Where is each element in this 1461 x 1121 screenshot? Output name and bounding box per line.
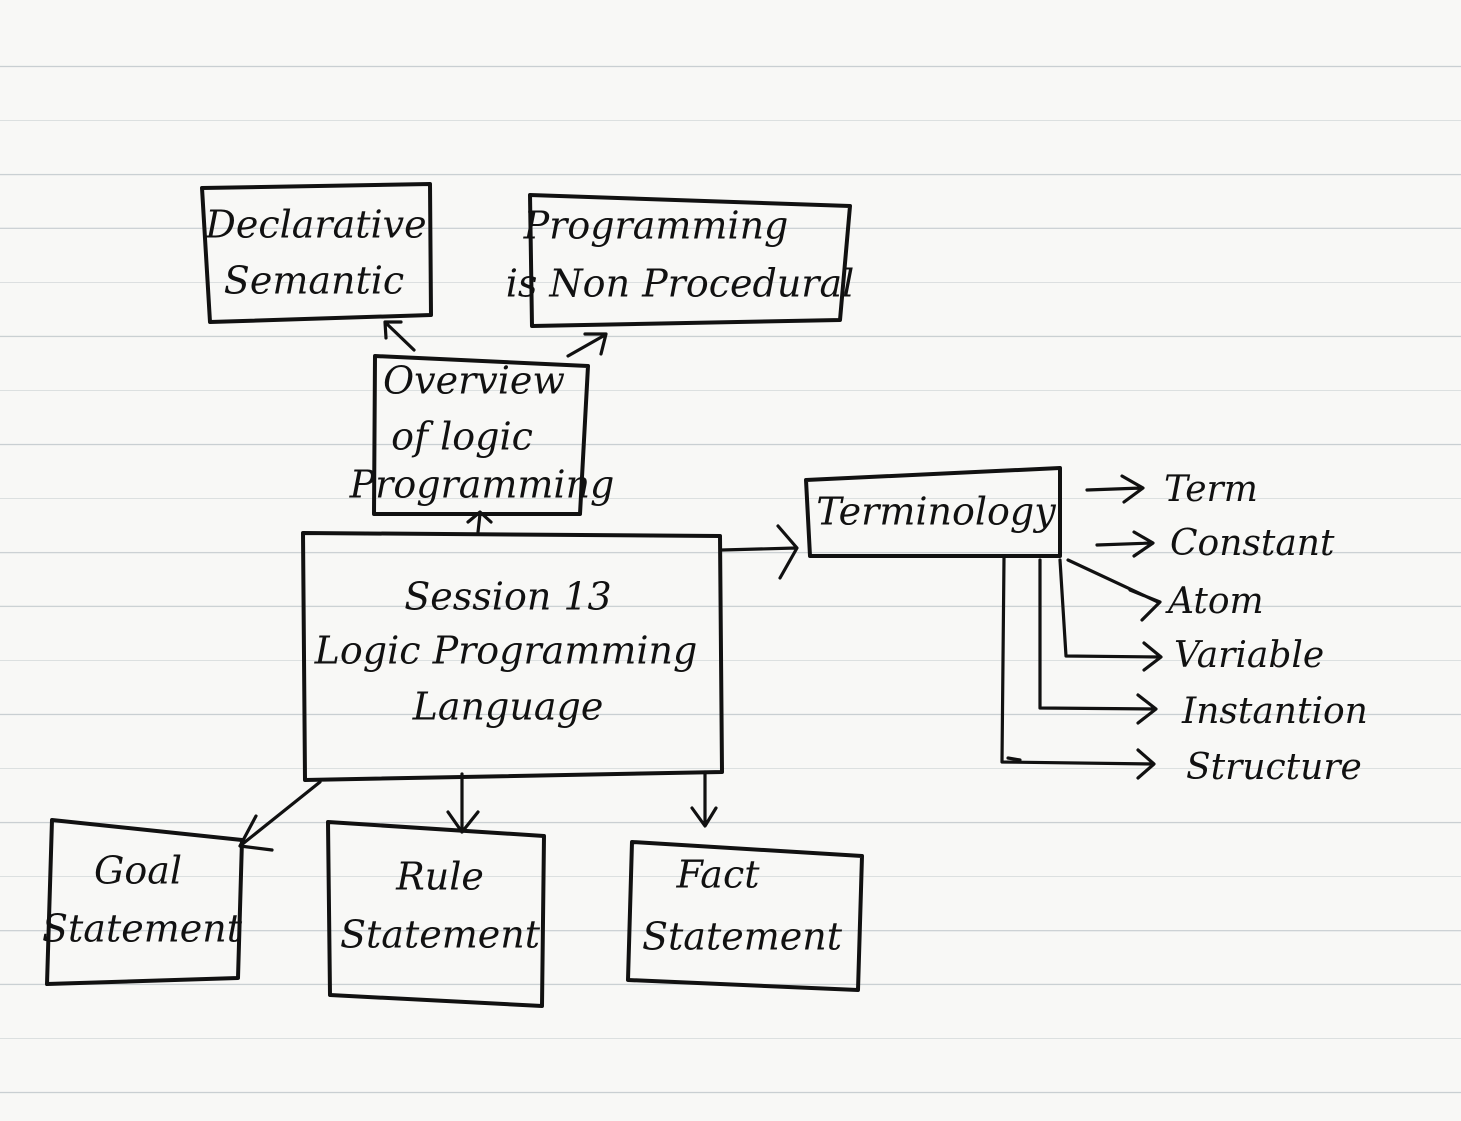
- edge-terminology-to-term: [1085, 474, 1145, 504]
- edge-terminology-to-structure-stroke: [1006, 756, 1022, 762]
- edge-terminology-to-constant: [1095, 530, 1155, 558]
- edge-center-to-fact: [690, 770, 718, 828]
- terminology-box: [804, 466, 1062, 558]
- non-procedural-line-2: is Non Procedural: [506, 262, 855, 306]
- edge-center-to-overview: [466, 510, 493, 534]
- rule-statement-line-2: Statement: [340, 913, 541, 957]
- rule-statement-line-1: Rule: [395, 855, 484, 899]
- edge-center-to-terminology: [720, 524, 799, 580]
- terminology-item-atom: Atom: [1165, 581, 1264, 622]
- edge-terminology-to-structure: [1000, 556, 1156, 780]
- declarative-semantic-line-2: Semantic: [224, 259, 404, 303]
- goal-statement-box: [45, 818, 244, 986]
- fact-statement-line-2: Statement: [642, 915, 843, 959]
- goal-statement-line-2: Statement: [42, 907, 243, 951]
- terminology-item-term: Term: [1164, 469, 1258, 510]
- terminology-item-instantion: Instantion: [1181, 691, 1368, 732]
- edge-center-to-goal: [238, 780, 322, 852]
- central-topic-line-1: Session 13: [404, 575, 611, 619]
- edge-overview-to-declarative: [383, 320, 416, 352]
- fact-statement-line-1: Fact: [676, 853, 761, 897]
- edge-center-to-rule: [446, 772, 480, 834]
- edge-terminology-to-variable: [1058, 558, 1163, 672]
- terminology-item-constant: Constant: [1170, 523, 1335, 564]
- central-topic-line-2: Logic Programming: [314, 629, 698, 673]
- non-procedural-line-1: Programming: [523, 204, 789, 248]
- declarative-semantic-box: [200, 182, 433, 324]
- declarative-semantic-line-1: Declarative: [204, 203, 426, 247]
- terminology-item-variable: Variable: [1174, 635, 1324, 676]
- edge-terminology-to-atom: [1066, 558, 1162, 622]
- goal-statement-line-1: Goal: [94, 849, 182, 893]
- overview-line-3: Programming: [349, 463, 615, 507]
- terminology-label: Terminology: [816, 490, 1056, 534]
- central-topic-box: [301, 531, 724, 782]
- overview-box: [372, 354, 590, 516]
- non-procedural-box: [528, 193, 852, 328]
- overview-line-1: Overview: [383, 359, 565, 403]
- central-topic-line-3: Language: [412, 685, 604, 729]
- rule-statement-box: [326, 820, 546, 1008]
- edge-terminology-to-instantion: [1038, 558, 1158, 725]
- fact-statement-box: [626, 840, 864, 992]
- overview-line-2: of logic: [391, 415, 533, 459]
- edge-overview-to-nonprocedural: [566, 332, 608, 358]
- terminology-item-structure: Structure: [1186, 747, 1362, 788]
